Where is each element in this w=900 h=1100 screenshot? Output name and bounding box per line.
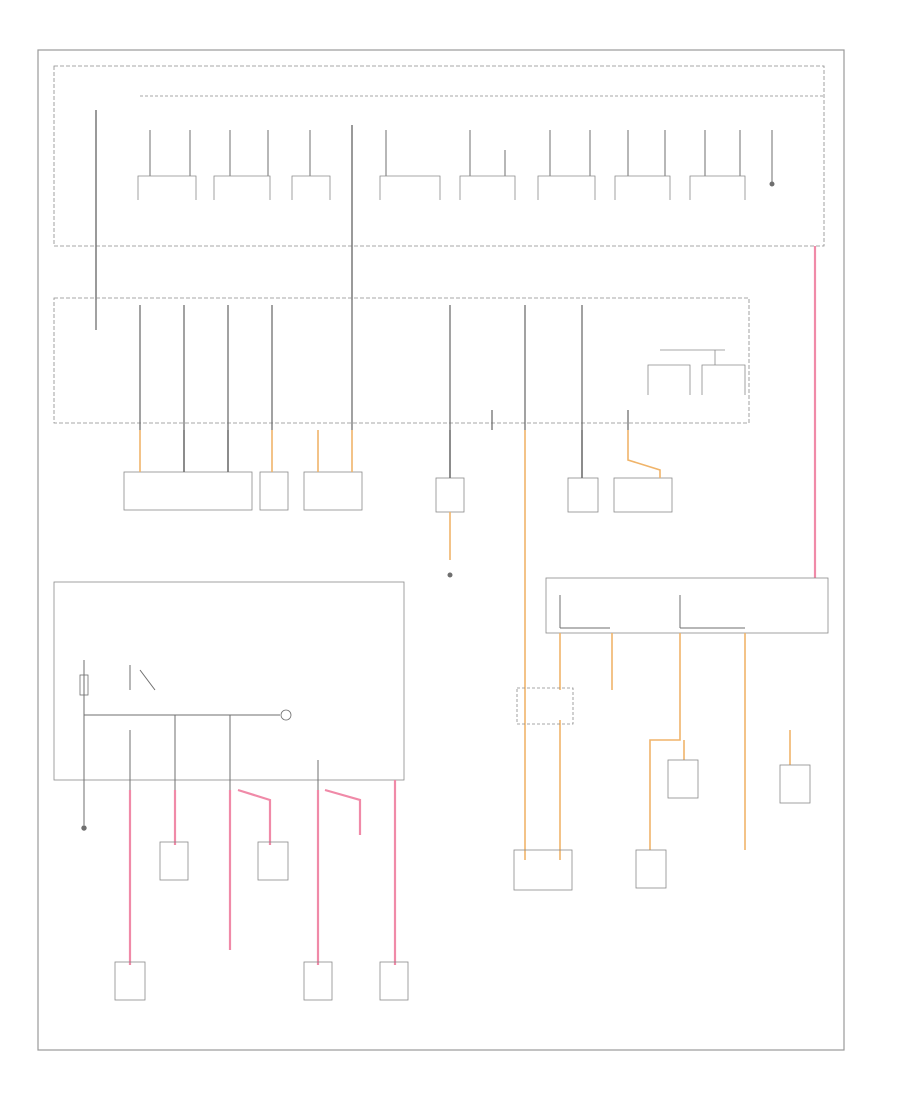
- module-box-12: [159, 841, 189, 881]
- module-box-11: [635, 849, 667, 889]
- module-box-6: [613, 477, 673, 513]
- middle-fuse-block-outline: [53, 297, 750, 424]
- ground-symbol-icon: [447, 572, 453, 578]
- module-box-16: [379, 961, 409, 1001]
- top-block-sub-boxes: [137, 175, 746, 200]
- top-fuse-block-outline: [53, 65, 825, 247]
- right-lower-block: [545, 577, 829, 634]
- diagram-frame: [37, 49, 845, 1051]
- module-box-13: [257, 841, 289, 881]
- module-box-10: [779, 764, 811, 804]
- lower-left-ground: [81, 790, 87, 831]
- lower-left-block: [53, 581, 405, 790]
- middle-fuse-block: [53, 297, 750, 430]
- lower-pink-wires: [128, 780, 397, 965]
- ground-symbol-icon: [769, 176, 775, 187]
- module-box-8: [513, 849, 573, 891]
- module-box-15: [303, 961, 333, 1001]
- lower-left-block-outline: [53, 581, 405, 781]
- module-box-4: [435, 477, 465, 513]
- bulb-icon: [280, 709, 292, 721]
- middle-modules: [123, 471, 673, 513]
- top-fuse-group: [149, 130, 773, 176]
- fuse-icon: [79, 674, 89, 696]
- module-box-1: [123, 471, 253, 511]
- module-box-3: [303, 471, 363, 511]
- top-fuse-block: [53, 65, 825, 300]
- module-box-2: [259, 471, 289, 511]
- module-box-7: [516, 687, 574, 725]
- middle-block-vertical-wires: [95, 300, 629, 430]
- middle-block-relays: [647, 349, 746, 395]
- right-lower-block-outline: [545, 577, 829, 634]
- lower-modules: [114, 841, 409, 1001]
- right-lower-wires: [559, 633, 791, 860]
- module-box-9: [667, 759, 699, 799]
- module-box-14: [114, 961, 146, 1001]
- middle-module-wires: [139, 430, 661, 860]
- right-lower-modules: [513, 687, 811, 891]
- module-box-5: [567, 477, 599, 513]
